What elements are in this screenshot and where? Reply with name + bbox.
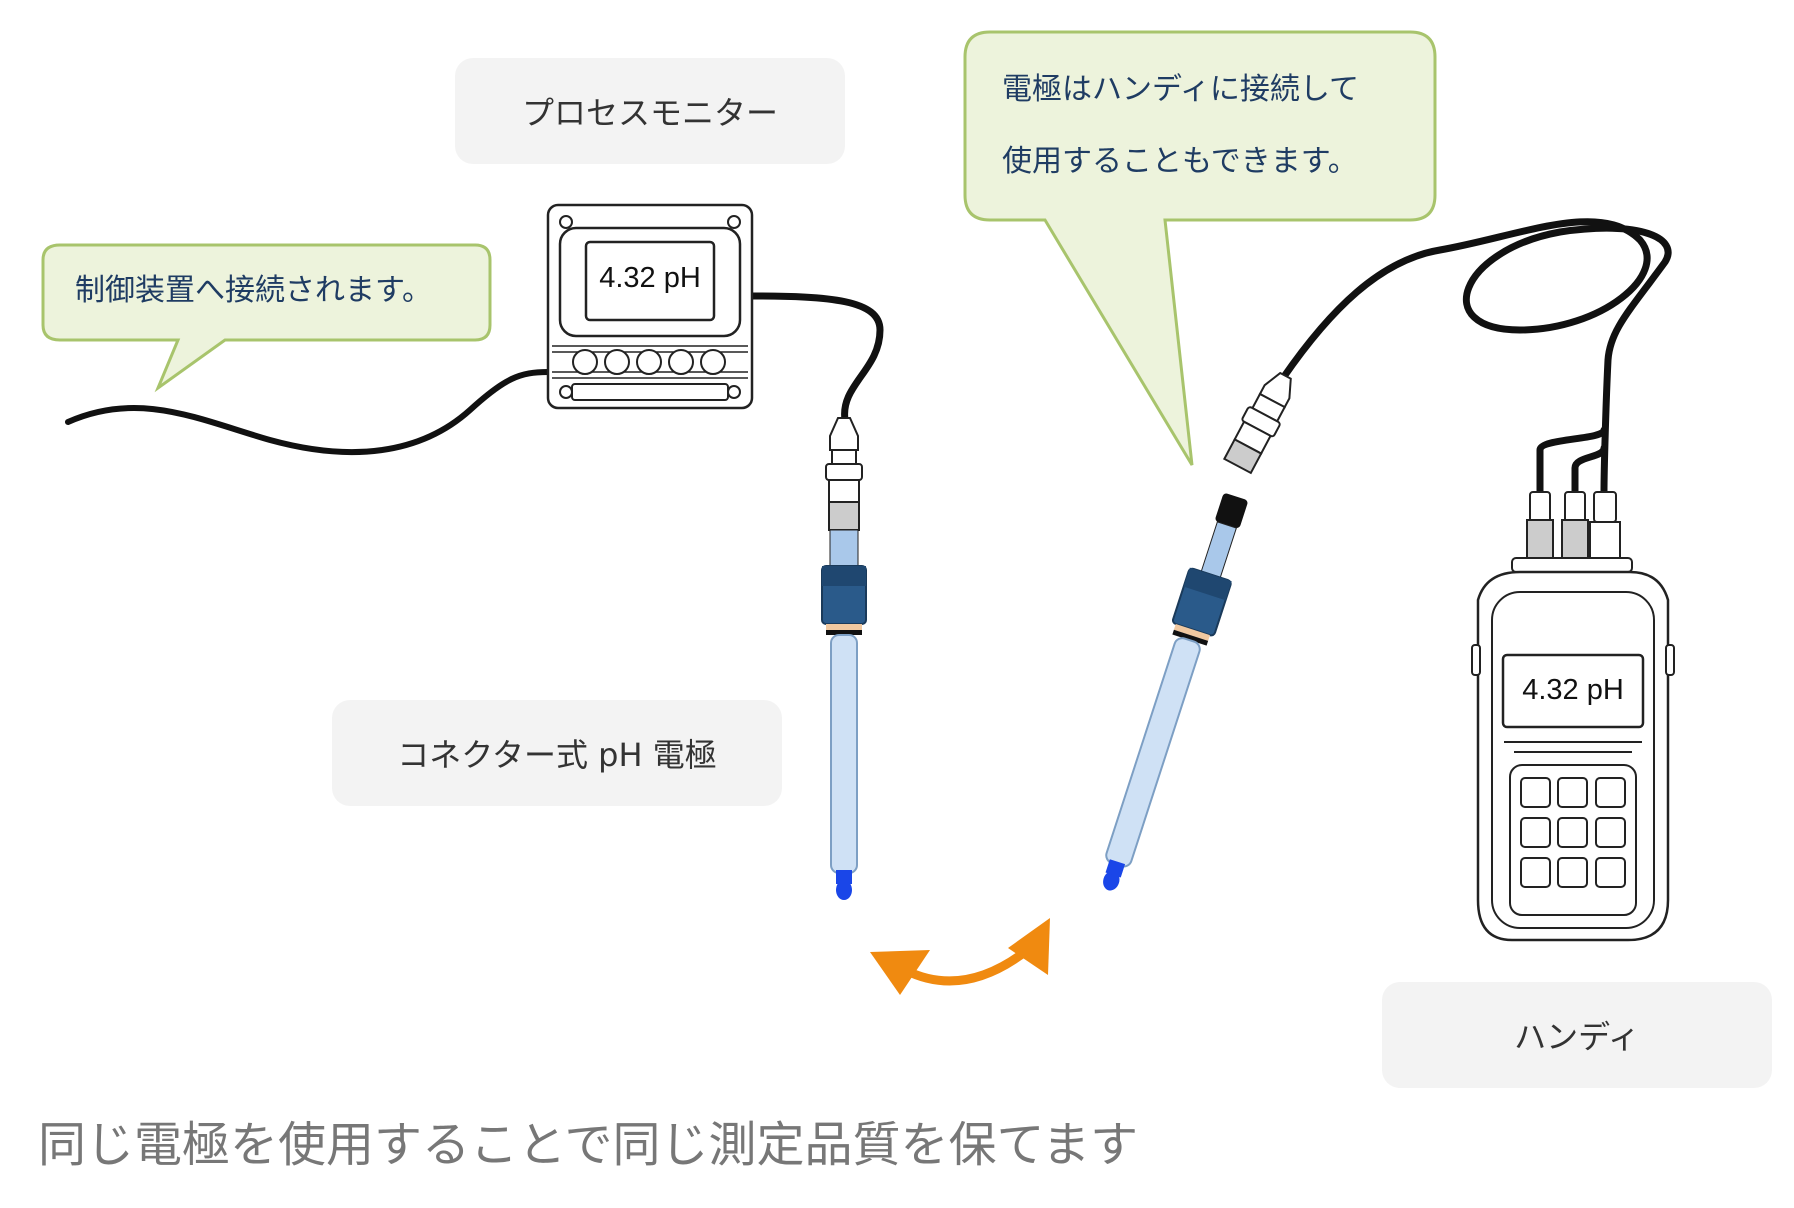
label-process-monitor: プロセスモニター bbox=[455, 58, 845, 164]
cable-monitor-electrode bbox=[748, 292, 884, 424]
cable-handy-electrode bbox=[1279, 218, 1672, 496]
cable-connector-detached bbox=[1222, 371, 1292, 475]
handy-readout: 4.32 pH bbox=[1522, 674, 1624, 706]
label-process-monitor-text: プロセスモニター bbox=[521, 94, 778, 132]
callout-handy-line2: 使用することもできます。 bbox=[1002, 144, 1358, 179]
cable-handy-branch-2 bbox=[1571, 444, 1608, 496]
callout-handy-shape bbox=[963, 30, 1437, 466]
cable-handy-branch-1 bbox=[1536, 426, 1608, 496]
label-connector-electrode-text: コネクター式 pH 電極 bbox=[397, 736, 717, 774]
handy-meter-device bbox=[1471, 491, 1675, 942]
cable-control-device bbox=[65, 369, 551, 455]
callout-control-device-shape bbox=[41, 243, 492, 393]
callout-handy-line1: 電極はハンディに接続して bbox=[1002, 72, 1359, 107]
label-handy: ハンディ bbox=[1382, 982, 1772, 1088]
label-handy-text: ハンディ bbox=[1514, 1018, 1640, 1056]
label-connector-electrode: コネクター式 pH 電極 bbox=[332, 700, 782, 806]
callout-control-device-text: 制御装置へ接続されます。 bbox=[75, 273, 432, 308]
process-monitor-device bbox=[546, 203, 754, 410]
monitor-readout: 4.32 pH bbox=[599, 262, 701, 294]
ph-electrode-left bbox=[821, 417, 867, 900]
swap-arrow-icon bbox=[870, 918, 1050, 995]
ph-electrode-right bbox=[1103, 493, 1248, 891]
diagram-caption: 同じ電極を使用することで同じ測定品質を保てます bbox=[38, 1117, 1139, 1173]
